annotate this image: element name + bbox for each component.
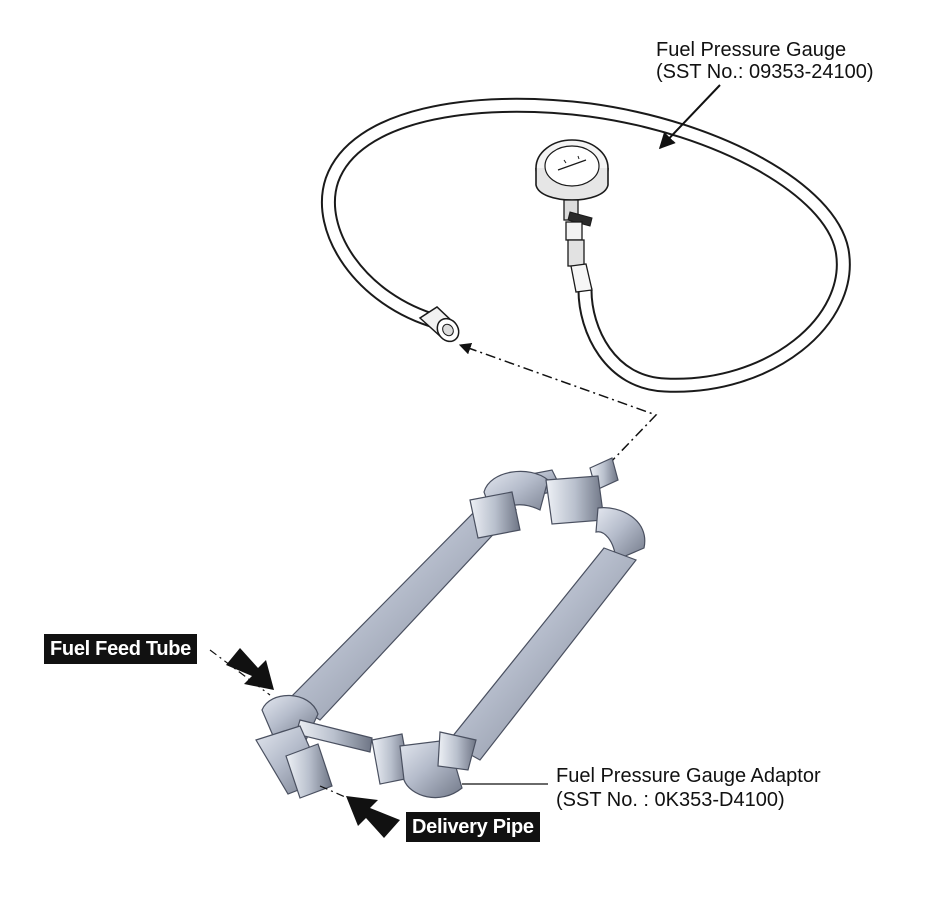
hose-end-fitting [418,306,460,343]
adaptor-sst-label: (SST No. : 0K353-D4100) [556,789,785,811]
delivery-pipe-tag: Delivery Pipe [406,812,540,842]
gauge-name-label: Fuel Pressure Gauge [656,39,847,61]
pressure-gauge [535,139,609,293]
feed-tube-tag: Fuel Feed Tube [44,634,197,664]
delivery-pipe-axis [319,785,353,801]
connection-line [458,342,658,466]
feed-tube-axis [209,649,271,696]
gauge-hose [320,97,851,393]
gauge-sst-label: (SST No.: 09353-24100) [656,61,874,83]
gauge-adaptor [255,457,646,799]
gauge-callout-arrow [658,84,721,150]
feed-tube-arrow-icon [226,648,274,690]
delivery-pipe-arrow-icon [346,796,400,838]
adaptor-name-label: Fuel Pressure Gauge Adaptor [556,765,821,787]
